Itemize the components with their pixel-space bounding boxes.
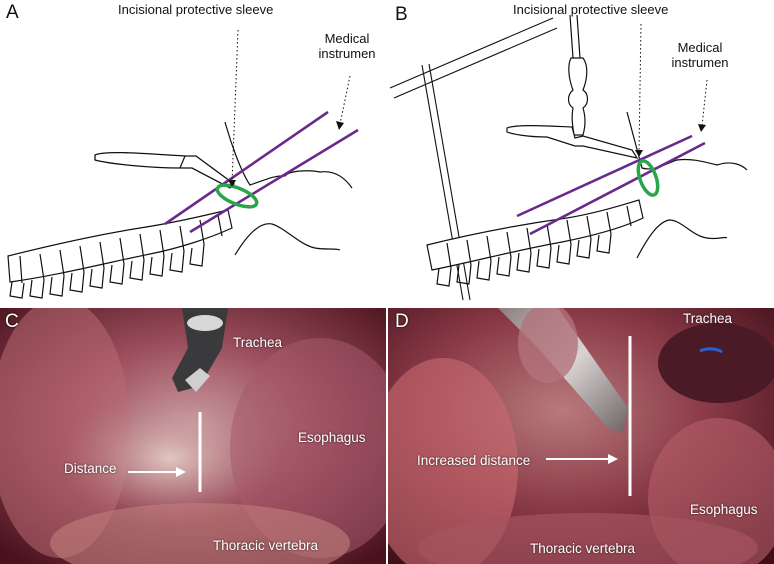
trachea-label: Trachea (683, 311, 733, 326)
panel-letter: C (5, 311, 19, 332)
panel-b-drawing (389, 14, 748, 301)
esophagus-label: Esophagus (690, 502, 758, 517)
chest-contour (234, 223, 341, 256)
body-contour (224, 121, 353, 189)
panel-d-tissue (388, 308, 774, 564)
sleeve-ring (215, 183, 259, 209)
distance-label: Distance (64, 461, 117, 476)
instrument-label-line2: instrumen (318, 46, 376, 61)
panel-a-schematic: A Incisional protective sleeve Medical i… (0, 0, 387, 308)
panel-a-drawing (7, 29, 359, 299)
instrument-line-upper (164, 110, 329, 226)
sleeve-pointer (638, 23, 642, 153)
panel-letter: D (395, 311, 409, 332)
esophagus-label: Esophagus (298, 430, 366, 445)
sleeve-pointer (231, 29, 239, 184)
instrument-pointer (701, 79, 708, 127)
sleeve-ring (636, 159, 660, 197)
instrument-label-line2: instrumen (671, 55, 729, 70)
instrument-line-lower (529, 141, 706, 236)
instrument-pointer (339, 75, 351, 125)
instrument-line-upper (516, 134, 693, 218)
sleeve-label: Incisional protective sleeve (513, 2, 669, 17)
chest-contour (636, 219, 728, 259)
arm-support (506, 14, 639, 159)
patient-arm (94, 151, 235, 189)
gauze (658, 323, 774, 403)
panel-b-schematic: B Incisional protective sleeve Medical i… (387, 0, 774, 308)
vertebra-label: Thoracic vertebra (213, 538, 319, 553)
distance-label: Increased distance (417, 453, 531, 468)
instrument-label-line1: Medical (677, 40, 723, 55)
instrument-label: Medical instrumen (312, 31, 382, 61)
trachea-label: Trachea (233, 335, 283, 350)
instrument-label-line1: Medical (324, 31, 370, 46)
spine (426, 199, 644, 287)
panel-c-tissue (0, 308, 386, 564)
panel-c-photo: C Trachea Esophagus Distance Thoracic ve… (0, 308, 386, 564)
sleeve-label: Incisional protective sleeve (118, 2, 274, 17)
instrument-label: Medical instrumen (663, 40, 737, 70)
panel-d-photo: D Trachea Esophagus Increased distance T… (388, 308, 774, 564)
instrument-line-lower (189, 128, 359, 234)
vertebra-label: Thoracic vertebra (530, 541, 636, 556)
spine (7, 209, 233, 299)
panel-letter: A (6, 2, 19, 23)
panel-letter: B (395, 4, 408, 25)
